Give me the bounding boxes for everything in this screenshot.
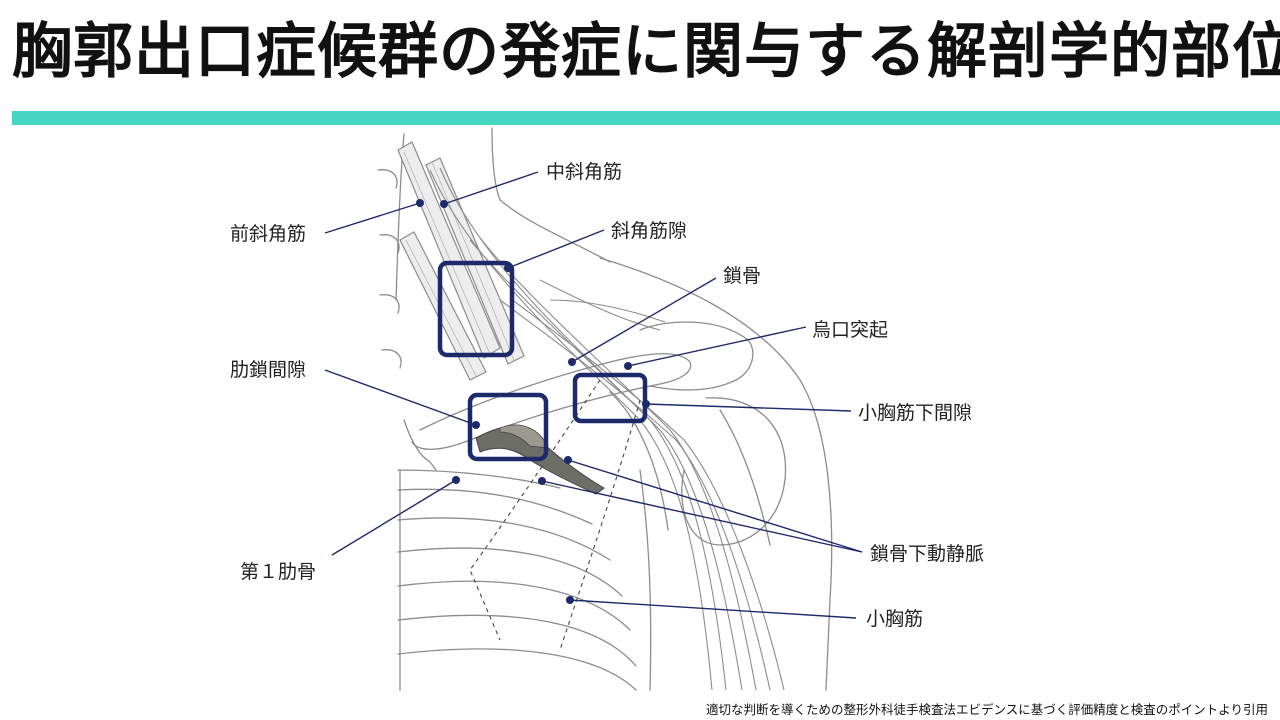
highlight-subpectoral — [572, 372, 648, 424]
leader-clavicle — [571, 277, 717, 363]
leader-subclavian-a — [567, 459, 863, 553]
leader-middle-scalene — [443, 171, 539, 205]
leader-subclavian-b — [541, 480, 863, 553]
highlight-boxes — [437, 260, 648, 462]
leader-anterior-scalene — [324, 202, 421, 234]
label-anterior-scalene: 前斜角筋 — [230, 223, 306, 245]
leader-first-rib — [331, 479, 457, 556]
label-subclavian: 鎖骨下動静脈 — [870, 543, 984, 565]
label-subpectoral: 小胸筋下間隙 — [858, 402, 972, 424]
leader-pectoralis-minor — [569, 599, 857, 619]
pectoralis-minor-outline — [469, 379, 641, 651]
leader-scalene-hiatus — [507, 229, 605, 269]
label-coracoid: 烏口突起 — [812, 319, 888, 341]
leader-dots — [416, 199, 650, 604]
page-title: 胸郭出口症候群の発症に関与する解剖学的部位 — [12, 17, 1280, 87]
brachial-plexus — [429, 167, 785, 691]
label-pectoralis-minor: 小胸筋 — [866, 608, 923, 630]
label-first-rib: 第１肋骨 — [240, 561, 316, 583]
title-accent-bar — [12, 111, 1280, 125]
label-clavicle: 鎖骨 — [723, 265, 761, 287]
leader-subpectoral — [645, 403, 852, 412]
citation-text: 適切な判断を導くための整形外科徒手検査法エビデンスに基づく評価精度と検査のポイン… — [705, 702, 1268, 717]
label-costoclavicular: 肋鎖間隙 — [230, 359, 306, 381]
label-scalene-hiatus: 斜角筋隙 — [611, 220, 687, 242]
leader-coracoid — [627, 326, 807, 367]
label-middle-scalene: 中斜角筋 — [546, 161, 622, 183]
leader-lines — [324, 171, 863, 619]
highlight-costoclavicular — [467, 392, 549, 462]
highlight-scalene-hiatus — [437, 260, 515, 358]
leader-costoclavicular — [324, 369, 477, 426]
